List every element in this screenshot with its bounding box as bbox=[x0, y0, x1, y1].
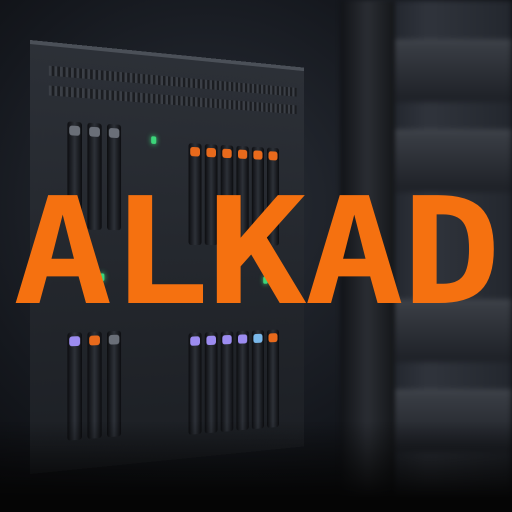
alkad-logo: ALKAD bbox=[13, 185, 501, 325]
logo-text: ALKAD bbox=[13, 185, 499, 325]
floor-shadow bbox=[0, 422, 512, 512]
